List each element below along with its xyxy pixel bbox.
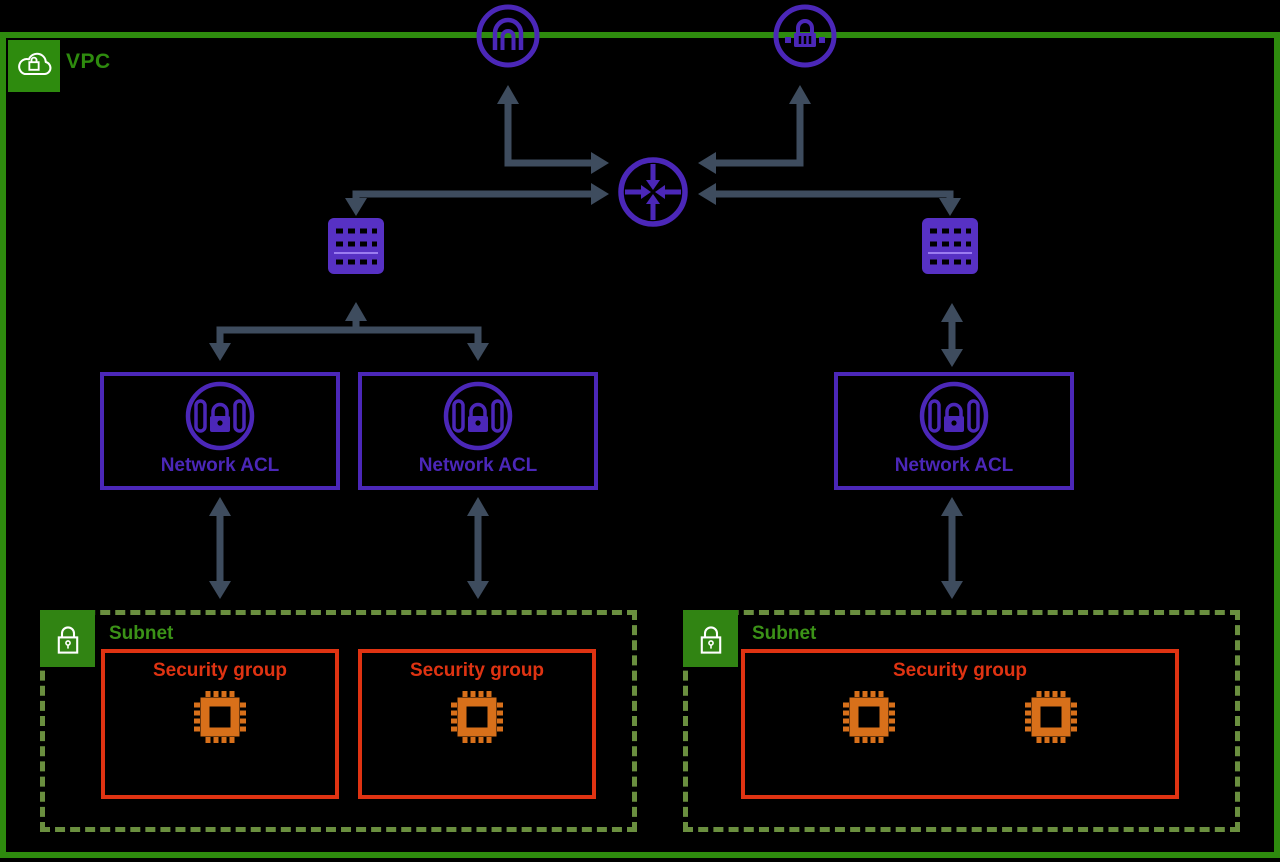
network-acl-box: Network ACL (100, 372, 340, 490)
subnet-label: Subnet (752, 623, 817, 644)
cloud-lock-icon (18, 52, 52, 76)
ec2-instance-icon (1025, 691, 1077, 743)
network-acl-box: Network ACL (358, 372, 598, 490)
ec2-instance-icon (194, 691, 246, 743)
subnet-box: Subnet Security group (683, 610, 1240, 832)
vpn-gateway-icon (773, 4, 837, 68)
network-acl-label: Network ACL (894, 455, 1014, 476)
security-group-label: Security group (409, 660, 545, 681)
security-group-box: Security group (741, 649, 1179, 799)
lock-icon (57, 625, 78, 654)
subnet-badge (40, 610, 95, 667)
security-group-label: Security group (892, 660, 1028, 681)
security-group-box: Security group (101, 649, 339, 799)
security-group-label: Security group (152, 660, 288, 681)
route-table-icon (922, 218, 978, 274)
route-table-icon (328, 218, 384, 274)
subnet-label: Subnet (109, 623, 174, 644)
network-acl-label: Network ACL (418, 455, 538, 476)
vpc-label: VPC (66, 50, 111, 73)
vpc-badge (8, 40, 60, 92)
network-acl-box: Network ACL (834, 372, 1074, 490)
ec2-instance-icon (451, 691, 503, 743)
lock-icon (700, 625, 721, 654)
network-acl-label: Network ACL (160, 455, 280, 476)
network-acl-icon (919, 381, 989, 451)
network-acl-icon (185, 381, 255, 451)
internet-gateway-icon (476, 4, 540, 68)
security-group-box: Security group (358, 649, 596, 799)
vpc-boundary (0, 32, 1280, 858)
network-acl-icon (443, 381, 513, 451)
router-icon (618, 157, 688, 227)
ec2-instance-icon (843, 691, 895, 743)
subnet-badge (683, 610, 738, 667)
subnet-box: Subnet Security group Security group (40, 610, 637, 832)
